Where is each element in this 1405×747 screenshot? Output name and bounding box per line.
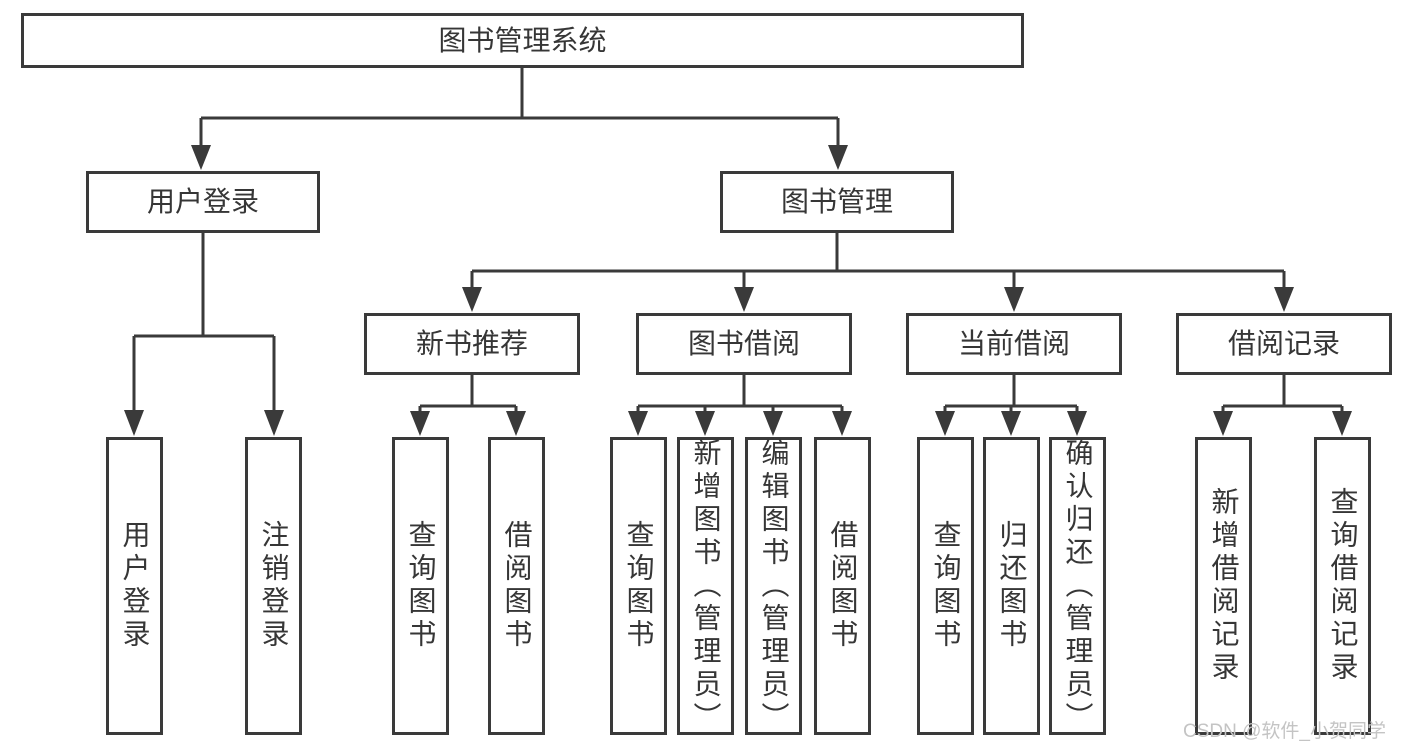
connector-root-to-level2 bbox=[199, 68, 840, 147]
node-label: 当前借阅 bbox=[957, 328, 1070, 359]
arrowhead bbox=[935, 411, 955, 436]
arrowhead bbox=[1274, 287, 1294, 312]
arrowhead bbox=[506, 411, 526, 436]
arrowhead bbox=[734, 287, 754, 312]
node-label: 图书管理系统 bbox=[438, 24, 607, 56]
csdn-watermark: CSDN @软件_小贺同学 bbox=[1183, 721, 1386, 742]
node-label: 新增图书（管理员） bbox=[690, 437, 722, 735]
arrowhead bbox=[695, 411, 715, 436]
node-label: 图书借阅 bbox=[687, 328, 800, 359]
arrowheads bbox=[124, 145, 1352, 436]
connector-user-login-children bbox=[132, 233, 276, 412]
leaf-current-confirm-return-admin: 确认归还（管理员） bbox=[1049, 437, 1106, 735]
node-label: 确认归还（管理员） bbox=[1062, 437, 1094, 735]
node-label: 新书推荐 bbox=[415, 328, 528, 359]
node-label: 借阅图书 bbox=[501, 520, 533, 652]
node-label: 借阅图书 bbox=[827, 520, 859, 652]
node-label: 用户登录 bbox=[119, 520, 151, 652]
node-current-borrowing: 当前借阅 bbox=[906, 313, 1122, 375]
leaf-borrowing-query-books: 查询图书 bbox=[610, 437, 667, 735]
arrowhead bbox=[628, 411, 648, 436]
leaf-records-add-record: 新增借阅记录 bbox=[1195, 437, 1252, 735]
arrowhead bbox=[828, 145, 848, 170]
arrowhead bbox=[1213, 411, 1233, 436]
connector-borrowing-children bbox=[636, 375, 844, 414]
node-label: 注销登录 bbox=[258, 520, 290, 652]
connector-recommend-children bbox=[418, 375, 518, 414]
leaf-records-query-record: 查询借阅记录 bbox=[1314, 437, 1371, 735]
connector-records-children bbox=[1221, 375, 1344, 414]
leaf-logout: 注销登录 bbox=[245, 437, 302, 735]
node-label: 查询图书 bbox=[405, 520, 437, 652]
arrowhead bbox=[832, 411, 852, 436]
node-label: 新增借阅记录 bbox=[1208, 487, 1240, 685]
arrowhead bbox=[1004, 287, 1024, 312]
arrowhead bbox=[124, 410, 144, 436]
leaf-user-login: 用户登录 bbox=[106, 437, 163, 735]
arrowhead bbox=[191, 145, 211, 170]
node-label: 借阅记录 bbox=[1227, 328, 1340, 359]
node-label: 查询图书 bbox=[623, 520, 655, 652]
leaf-recommend-borrow-books: 借阅图书 bbox=[488, 437, 545, 735]
arrowhead bbox=[1332, 411, 1352, 436]
leaf-borrowing-borrow-books: 借阅图书 bbox=[814, 437, 871, 735]
node-library-management-system: 图书管理系统 bbox=[21, 13, 1024, 68]
arrowhead bbox=[264, 410, 284, 436]
arrowhead bbox=[410, 411, 430, 436]
arrowhead bbox=[1001, 411, 1021, 436]
node-label: 归还图书 bbox=[996, 520, 1028, 652]
node-borrow-records: 借阅记录 bbox=[1176, 313, 1392, 375]
node-user-login: 用户登录 bbox=[86, 171, 320, 233]
leaf-borrowing-add-books-admin: 新增图书（管理员） bbox=[677, 437, 734, 735]
leaf-recommend-query-books: 查询图书 bbox=[392, 437, 449, 735]
node-book-management: 图书管理 bbox=[720, 171, 954, 233]
node-book-borrowing: 图书借阅 bbox=[636, 313, 852, 375]
node-label: 查询图书 bbox=[930, 520, 962, 652]
arrowhead bbox=[1067, 411, 1087, 436]
leaf-current-query-books: 查询图书 bbox=[917, 437, 974, 735]
node-label: 用户登录 bbox=[146, 186, 259, 217]
arrowhead bbox=[462, 287, 482, 312]
arrowhead bbox=[763, 411, 783, 436]
node-new-book-recommend: 新书推荐 bbox=[364, 313, 580, 375]
connector-book-management-children bbox=[470, 233, 1286, 289]
leaf-borrowing-edit-books-admin: 编辑图书（管理员） bbox=[745, 437, 802, 735]
connector-current-children bbox=[943, 375, 1079, 414]
node-label: 查询借阅记录 bbox=[1327, 487, 1359, 685]
leaf-current-return-books: 归还图书 bbox=[983, 437, 1040, 735]
node-label: 图书管理 bbox=[780, 186, 893, 217]
node-label: 编辑图书（管理员） bbox=[758, 437, 790, 735]
